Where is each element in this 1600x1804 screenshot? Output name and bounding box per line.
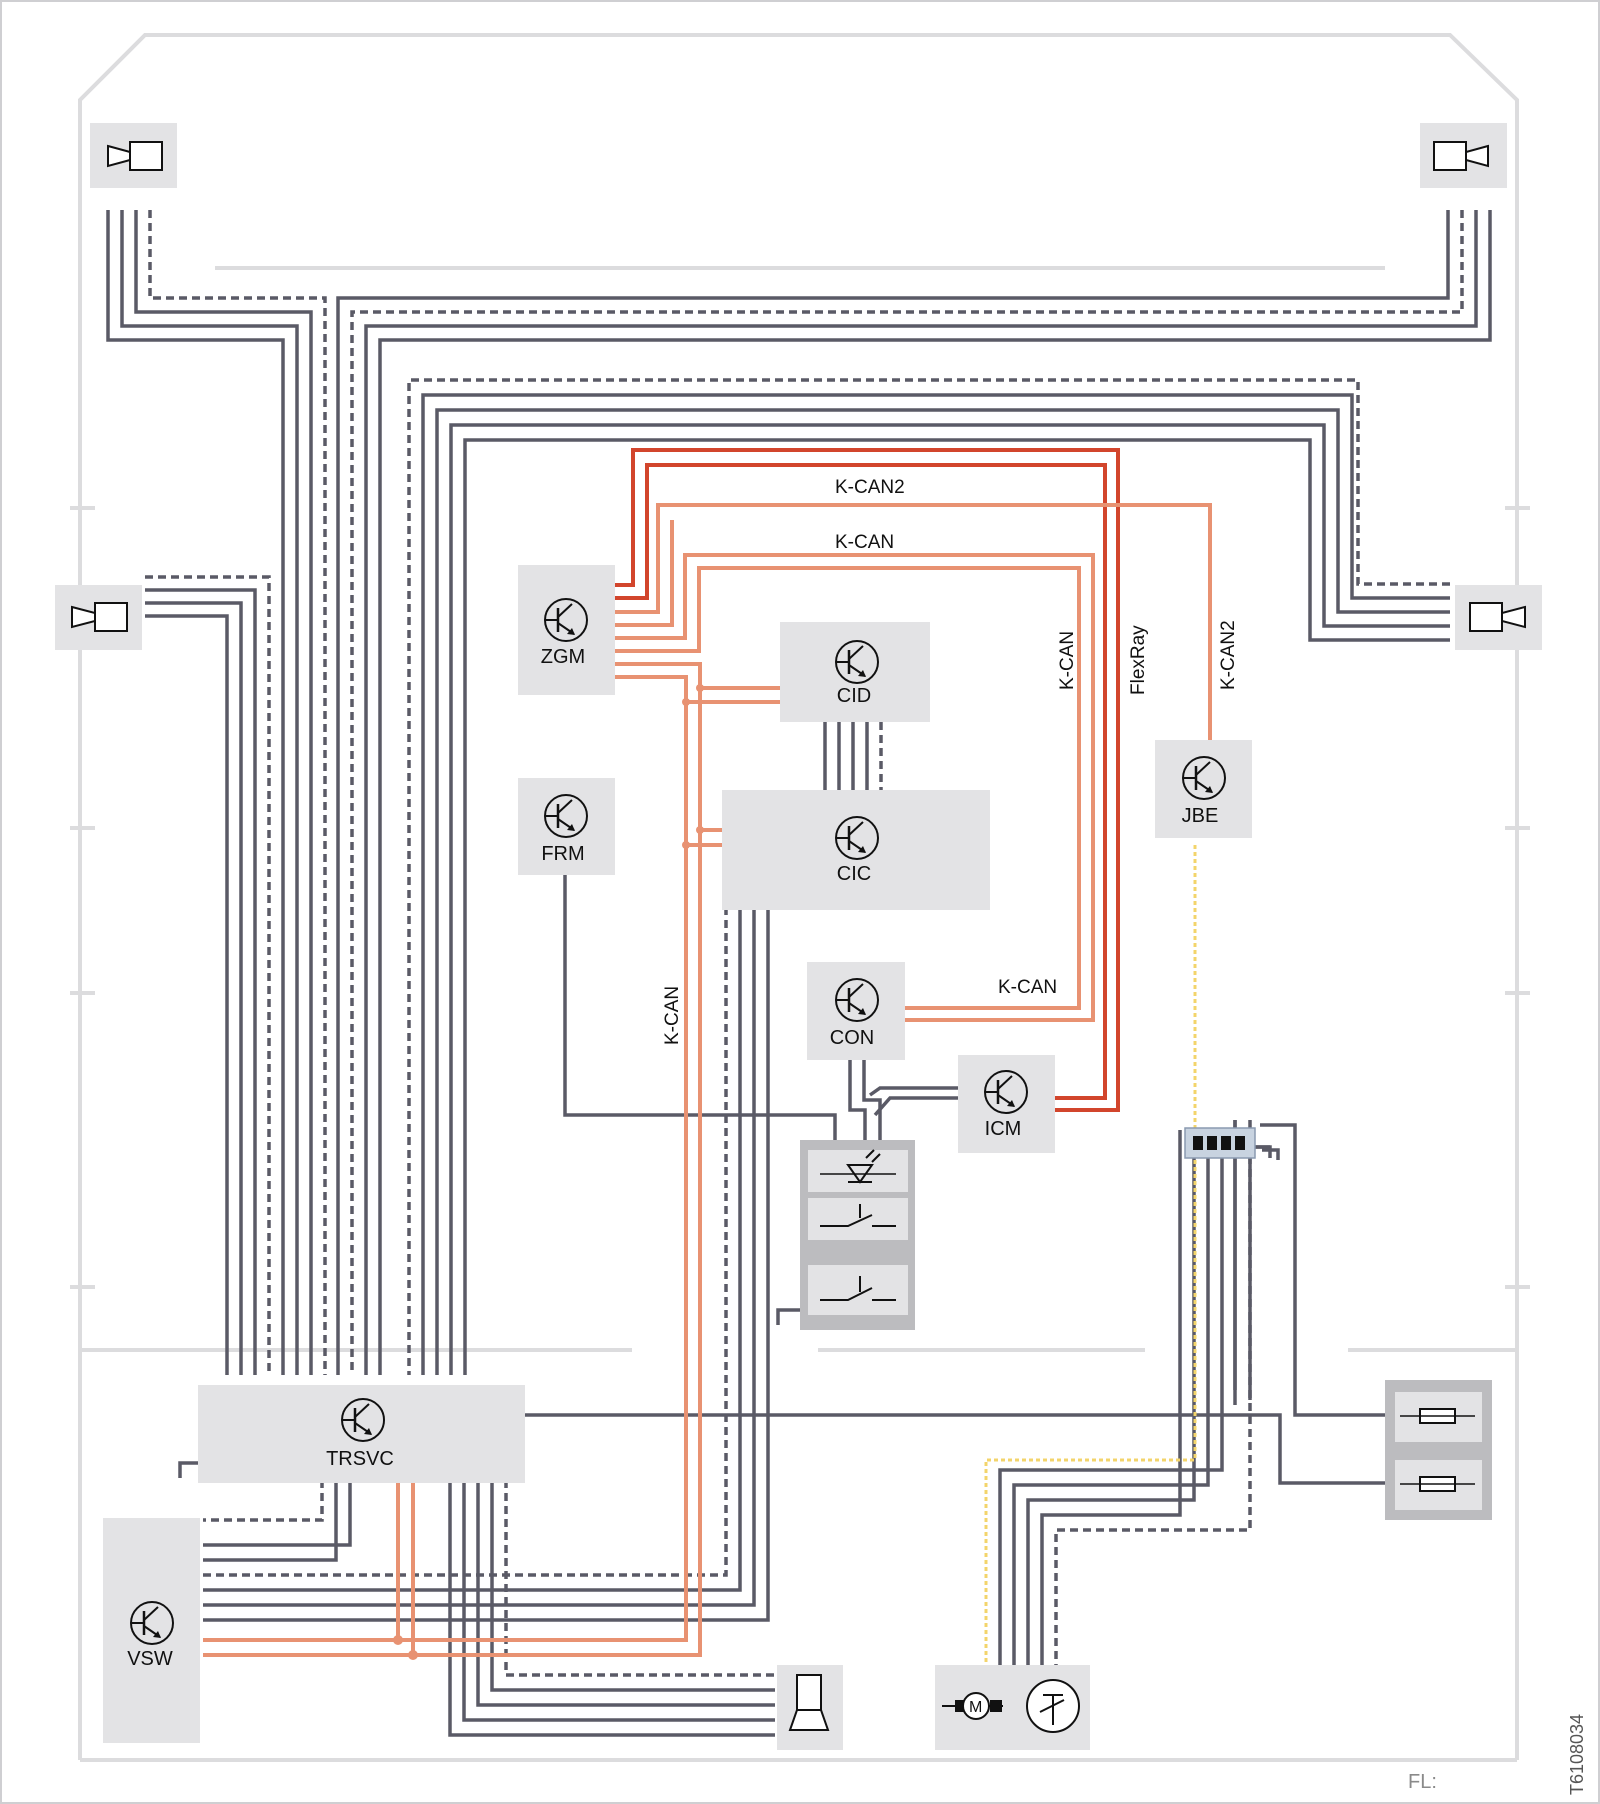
fuse-box xyxy=(1385,1380,1492,1520)
bus-label-kcan2-vertical: K-CAN2 xyxy=(1218,620,1239,690)
camera-right-mid xyxy=(1455,585,1542,650)
vsw-module: VSW xyxy=(103,1518,200,1743)
bus-label-kcan-vertical-right: K-CAN xyxy=(1057,631,1078,690)
trsvc-label: TRSVC xyxy=(326,1448,394,1470)
bus-label-kcan-top: K-CAN xyxy=(835,532,894,553)
bus-label-kcan2-top: K-CAN2 xyxy=(835,477,905,498)
bus-label-kcan-con: K-CAN xyxy=(998,977,1057,998)
bus-junctions xyxy=(393,684,704,1660)
camera-top-left xyxy=(90,123,177,188)
camera-top-right xyxy=(1420,123,1507,188)
connector-block xyxy=(1184,1127,1256,1159)
fl-label: FL: xyxy=(1408,1771,1437,1793)
zgm-module: ZGM xyxy=(518,565,615,695)
icm-module: ICM xyxy=(958,1055,1055,1153)
jbe-module: JBE xyxy=(1155,740,1252,838)
bus-label-kcan-left-vertical: K-CAN xyxy=(662,986,683,1045)
svg-text:M: M xyxy=(969,1699,982,1716)
con-module: CON xyxy=(807,962,905,1060)
camera-wiring xyxy=(106,210,1492,1375)
cic-label: CIC xyxy=(837,863,871,885)
vehicle-outline xyxy=(70,33,1530,1762)
frm-label: FRM xyxy=(541,843,584,865)
bus-label-flexray: FlexRay xyxy=(1128,625,1149,695)
speaker xyxy=(777,1665,843,1750)
icm-label: ICM xyxy=(985,1118,1022,1140)
jbe-label: JBE xyxy=(1182,805,1219,827)
switch-block xyxy=(800,1140,915,1330)
yellow-wire xyxy=(984,845,1197,1665)
cic-module: CIC xyxy=(722,790,990,910)
zgm-label: ZGM xyxy=(541,646,585,668)
camera-left-mid xyxy=(55,585,142,650)
figure-id: T6108034 xyxy=(1567,1714,1587,1795)
con-label: CON xyxy=(830,1027,874,1049)
motor-sensor-unit: M xyxy=(935,1665,1090,1750)
trsvc-module: TRSVC xyxy=(198,1385,525,1483)
cid-label: CID xyxy=(837,685,871,707)
cid-module: CID xyxy=(780,622,930,722)
kcan-bus-lines xyxy=(203,448,1212,1657)
frm-module: FRM xyxy=(518,778,615,875)
vsw-label: VSW xyxy=(127,1648,173,1670)
